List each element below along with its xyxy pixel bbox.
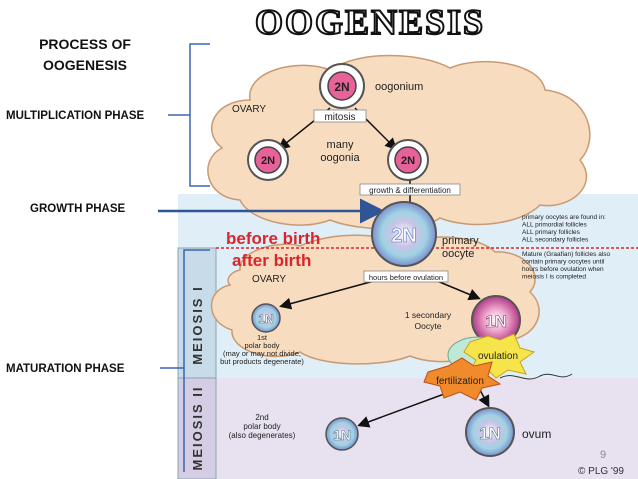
oogonia-nucleus-right-label: 2N — [401, 155, 415, 167]
ovum-label: ovum — [522, 427, 551, 441]
second-polar-line-1: 2nd — [255, 413, 268, 422]
ovum-cell — [465, 407, 515, 457]
arrow-to-first-polar — [279, 277, 386, 310]
oogonia-nucleus-right — [394, 146, 422, 174]
second-polar-body — [325, 417, 359, 451]
secondary-oocyte-line1: 1 secondary — [405, 310, 452, 320]
meiosis-2-panel — [178, 378, 638, 479]
process-title-line1: PROCESS OF — [39, 36, 131, 52]
oogonia-nucleus-left-label: 2N — [261, 155, 275, 167]
second-polar-line-3: (also degenerates) — [229, 431, 296, 440]
primary-oocyte-nucleus-label: 2N — [391, 225, 417, 247]
ovary-label-top: OVARY — [232, 104, 266, 115]
page-number: 9 — [600, 449, 606, 461]
fertilization-label: fertilization — [436, 376, 484, 387]
note-bottom: Mature (Graafian) follicles alsocontain … — [522, 251, 611, 281]
oogonium-label: oogonium — [375, 81, 423, 93]
note-top-line-2: ALL primordial follicles — [522, 222, 588, 229]
ovulation-label: ovulation — [478, 351, 518, 362]
mitosis-box — [313, 109, 367, 123]
ovary-label-bottom: OVARY — [252, 274, 286, 285]
first-polar-body-label-n: 1N — [258, 312, 273, 326]
fertilization-burst — [423, 357, 502, 401]
process-title: PROCESS OF OOGENESIS — [30, 34, 140, 76]
growth-phase-label: GROWTH PHASE — [30, 203, 126, 215]
after-birth-label: after birth — [232, 251, 311, 270]
oogonium-nucleus-label: 2N — [334, 80, 349, 94]
primary-oocyte-cell — [371, 201, 437, 267]
secondary-oocyte-nucleus-label: 1N — [485, 312, 507, 331]
process-title-line2: OOGENESIS — [42, 57, 128, 73]
note-bottom-line-3: hours before ovulation when — [522, 266, 604, 273]
note-top: primary oocytes are found in:ALL primord… — [522, 214, 606, 244]
secondary-oocyte-line2: Oocyte — [415, 321, 442, 331]
note-bottom-line-1: Mature (Graafian) follicles also — [522, 251, 611, 258]
note-bottom-line-4: meiosis I is completed — [522, 274, 586, 281]
many-oogonia-line1: many — [327, 139, 354, 151]
hours-box — [363, 270, 449, 283]
note-top-line-1: primary oocytes are found in: — [522, 214, 606, 221]
banner-title: OOGENESIS — [255, 2, 485, 42]
sperm-tail — [499, 373, 573, 380]
ovum-nucleus-label: 1N — [479, 424, 501, 443]
primary-oocyte-line2: oocyte — [442, 248, 474, 260]
hours-before-ovulation-label: hours before ovulation — [369, 273, 443, 282]
meiosis-1-label: MEIOSIS I — [190, 285, 205, 364]
before-birth-label: before birth — [226, 229, 320, 248]
multiplication-phase-label: MULTIPLICATION PHASE — [6, 110, 145, 122]
note-top-line-4: ALL secondary follicles — [522, 237, 589, 244]
oogonium-nucleus — [327, 71, 357, 101]
growth-diff-label: growth & differentiation — [369, 186, 451, 195]
first-polar-line-1: 1st — [257, 333, 268, 342]
first-polar-line-3: (may or may not divide, — [223, 349, 301, 358]
many-oogonia-line2: oogonia — [320, 152, 360, 164]
second-polar-line-2: polar body — [243, 422, 280, 431]
first-polar-line-4: but products degenerate) — [220, 357, 304, 366]
arrow-to-second-polar — [357, 389, 456, 428]
maturation-phase-label: MATURATION PHASE — [6, 363, 125, 375]
growth-diff-box — [359, 183, 461, 196]
first-polar-line-2: polar body — [244, 341, 279, 350]
note-top-line-3: ALL primary follicles — [522, 229, 581, 236]
mitosis-label: mitosis — [324, 112, 355, 123]
first-polar-body — [251, 303, 281, 333]
bracket-multiplication — [168, 43, 210, 187]
bracket-maturation — [160, 249, 210, 472]
primary-oocyte-line1: primary — [442, 235, 479, 247]
note-bottom-line-2: contain primary oocytes until — [522, 259, 605, 266]
second-polar-body-label-n: 1N — [333, 427, 351, 443]
copyright: © PLG '99 — [578, 466, 624, 477]
oogonia-nucleus-left — [254, 146, 282, 174]
meiosis-2-label: MEIOSIS II — [190, 385, 205, 470]
arrow-to-ovum — [478, 389, 490, 408]
